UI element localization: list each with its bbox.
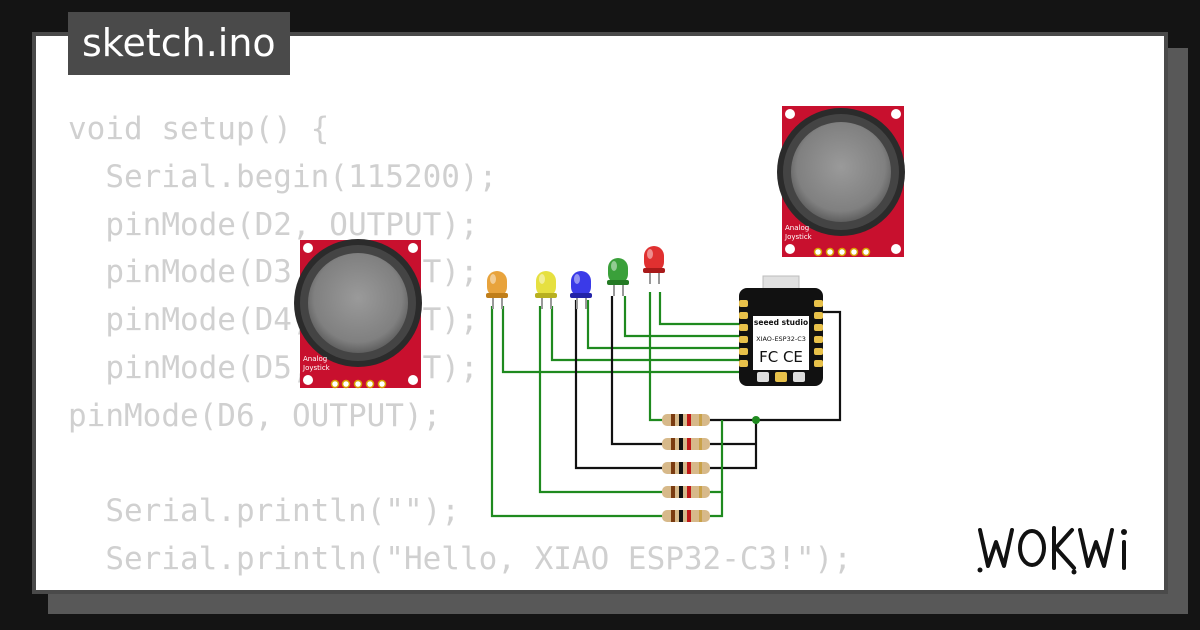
led-yellow[interactable] xyxy=(535,271,557,309)
wires xyxy=(490,292,842,518)
resistor-1[interactable] xyxy=(662,414,710,426)
joystick-module-left[interactable]: Analog Joystick xyxy=(294,239,422,389)
xiao-esp32-c3-board[interactable]: seeed studio XIAO-ESP32-C3 FC CE xyxy=(739,275,823,386)
joystick-module-right[interactable]: Analog Joystick xyxy=(777,106,905,257)
board-model: XIAO-ESP32-C3 xyxy=(756,335,806,343)
board-cert-marks: FC CE xyxy=(759,348,803,366)
resistor-5[interactable] xyxy=(662,510,710,522)
joystick-label: Analog xyxy=(303,355,327,363)
resistor-4[interactable] xyxy=(662,486,710,498)
code-line: Serial.println(""); xyxy=(68,493,460,530)
led-orange[interactable] xyxy=(486,271,508,309)
led-green[interactable] xyxy=(607,258,629,296)
code-line: Serial.begin(115200); xyxy=(68,158,498,195)
code-line: void setup() { xyxy=(68,111,330,147)
joystick-label: Analog xyxy=(785,224,809,232)
joystick-label: Joystick xyxy=(784,233,813,241)
led-blue[interactable] xyxy=(570,271,592,309)
code-line: pinMode(D2, OUTPUT); xyxy=(68,206,479,243)
code-line: Serial.println("Hello, XIAO ESP32-C3!"); xyxy=(68,541,852,578)
wokwi-logo xyxy=(977,526,1127,575)
joystick-label: Joystick xyxy=(302,364,331,372)
resistor-3[interactable] xyxy=(662,462,710,474)
code-line: Serial.println("Welcome to Wokwi :-)"); xyxy=(68,584,852,590)
preview-card: void setup() { Serial.begin(115200); pin… xyxy=(32,32,1168,594)
code-line: pinMode(D6, OUTPUT); xyxy=(68,397,442,434)
filename-tab[interactable]: sketch.ino xyxy=(68,12,290,75)
board-brand: seeed studio xyxy=(754,318,808,327)
led-red[interactable] xyxy=(643,246,665,284)
resistor-2[interactable] xyxy=(662,438,710,450)
code-preview: void setup() { Serial.begin(115200); pin… xyxy=(68,106,852,590)
